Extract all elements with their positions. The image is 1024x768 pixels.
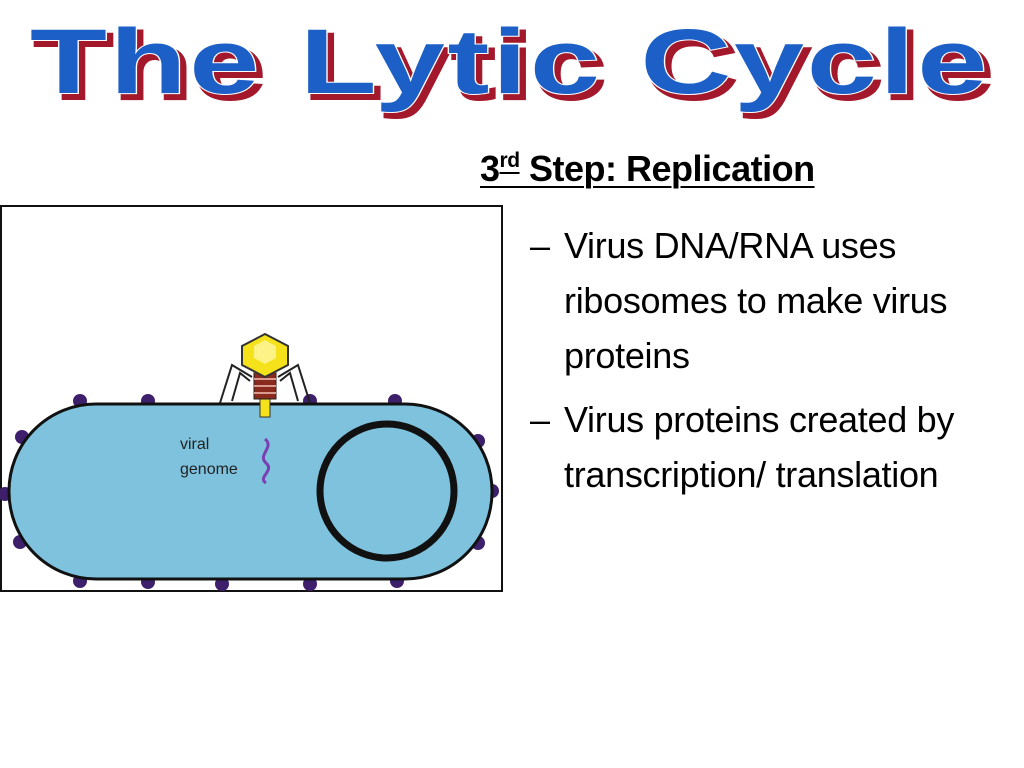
bullet-dash: – (530, 225, 550, 266)
viral-genome-icon (261, 437, 271, 485)
step-title: Step: Replication (519, 148, 815, 189)
step-ordinal: rd (499, 149, 521, 172)
viral-genome-label-line1: viral (180, 436, 209, 453)
bullet-text: Virus DNA/RNA uses ribosomes to make vir… (564, 225, 948, 376)
replication-diagram: viral genome (0, 205, 503, 592)
step-heading: 3rd Step: Replication (480, 148, 815, 190)
step-number: 3 (480, 148, 500, 189)
bacterium-cell-icon (7, 402, 494, 581)
bullet-list: – Virus DNA/RNA uses ribosomes to make v… (530, 218, 1000, 511)
slide-title: The Lytic Cycle The Lytic Cycle (29, 14, 995, 120)
bullet-text: Virus proteins created by transcription/… (564, 399, 955, 495)
bacterial-chromosome-ring-icon (316, 420, 458, 562)
bullet-dash: – (530, 399, 550, 440)
viral-genome-label-line2: genome (180, 461, 238, 478)
bullet-item: – Virus proteins created by transcriptio… (530, 392, 1000, 502)
bullet-item: – Virus DNA/RNA uses ribosomes to make v… (530, 218, 1000, 383)
slide-title-shadow: The Lytic Cycle (35, 16, 995, 118)
bacteriophage-icon (219, 332, 311, 418)
slide-title-text: The Lytic Cycle (30, 14, 990, 113)
